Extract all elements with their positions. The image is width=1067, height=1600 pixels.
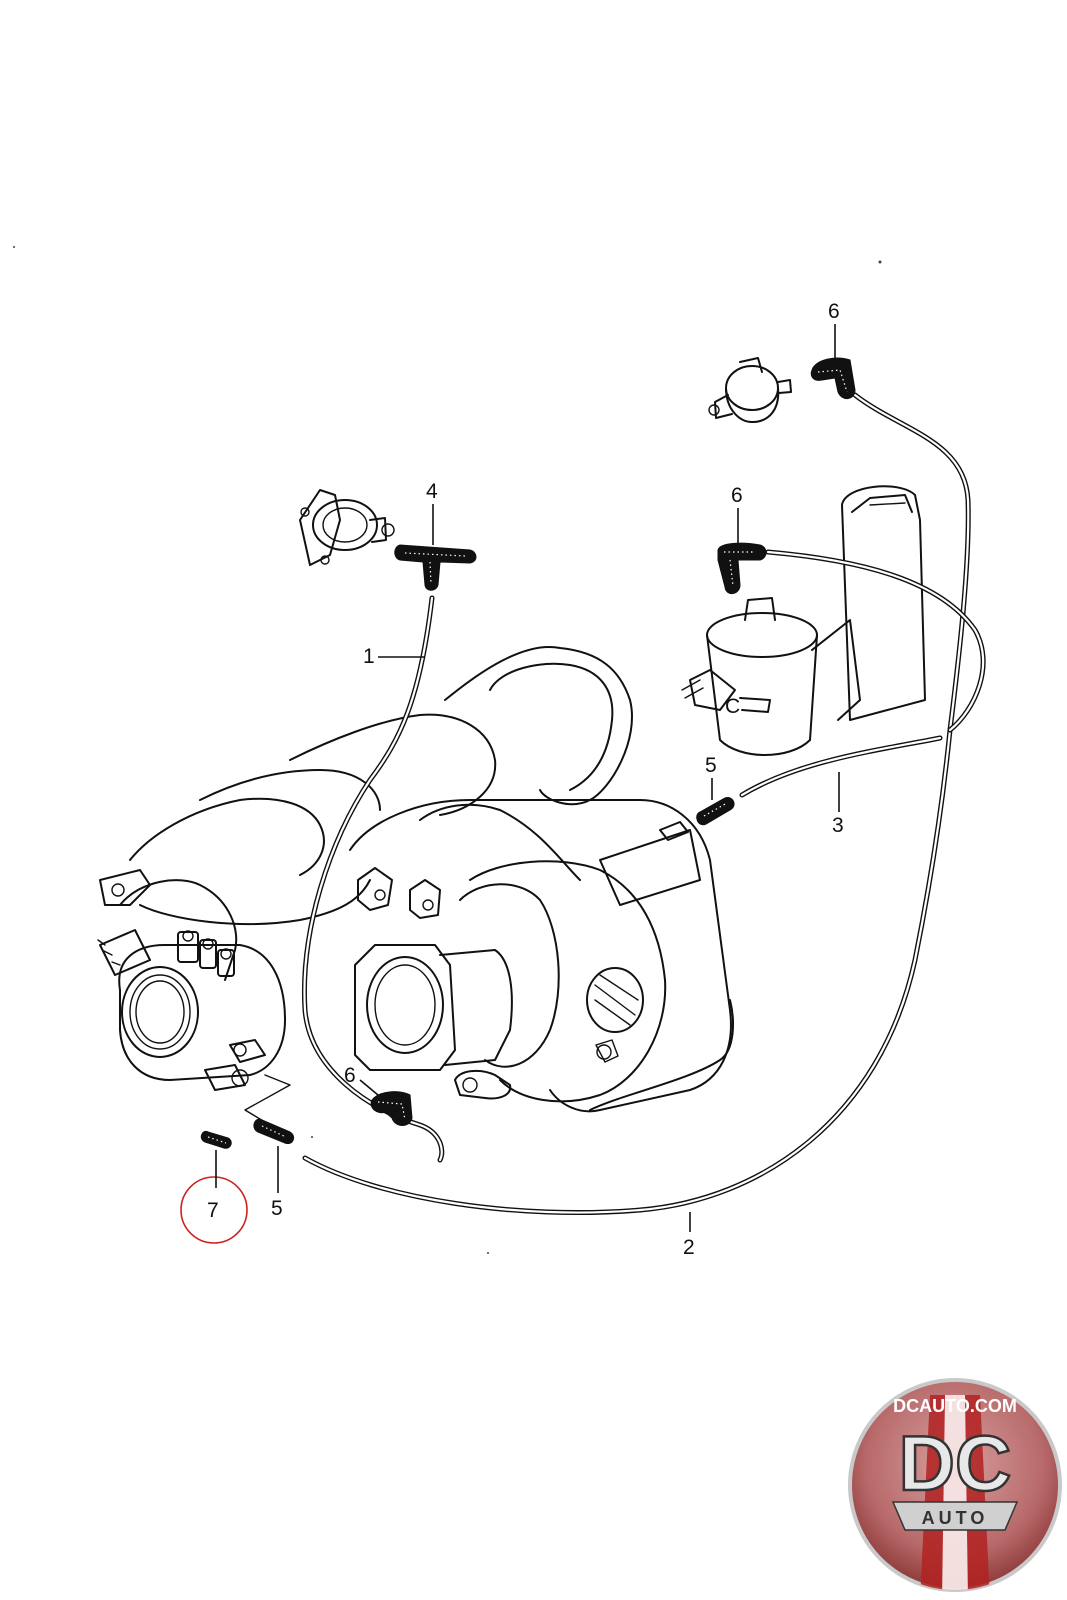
- pressure-regulator: [299, 489, 395, 566]
- charcoal-canister: C: [681, 485, 926, 756]
- callout-6-bottom: 6: [344, 1064, 356, 1087]
- elbow-6-mid: [717, 542, 767, 594]
- callout-6-mid: 6: [731, 484, 743, 507]
- callout-7: 7: [207, 1199, 219, 1222]
- callout-3: 3: [832, 814, 844, 837]
- t-piece-4: [394, 544, 477, 591]
- hose-5-left: [253, 1118, 295, 1145]
- hose-pieces: [200, 357, 856, 1149]
- throttle-body: [97, 929, 286, 1091]
- intake-manifold: [99, 645, 734, 1113]
- scan-specks: [13, 246, 882, 1254]
- logo-bottom-text: AUTO: [922, 1508, 989, 1528]
- callouts: 1 2 3 4 5 5 6 6 6 7: [180, 300, 844, 1259]
- vacuum-unit: [708, 357, 792, 423]
- hose-lines: [244, 392, 986, 1216]
- logo-main-text: DC: [899, 1419, 1012, 1507]
- callout-4: 4: [426, 480, 438, 503]
- elbow-6-bottom: [370, 1091, 413, 1126]
- callout-1: 1: [363, 645, 375, 668]
- svg-text:C: C: [725, 695, 740, 718]
- callout-5-right: 5: [705, 754, 717, 777]
- hose-7: [200, 1130, 232, 1149]
- hose-5-right: [696, 796, 735, 826]
- elbow-6-top: [810, 357, 856, 399]
- callout-6-top: 6: [828, 300, 840, 323]
- callout-5-left: 5: [271, 1197, 283, 1220]
- callout-2: 2: [683, 1236, 695, 1259]
- dcauto-logo: DCAUTO.COM DC AUTO: [848, 1378, 1062, 1592]
- logo-top-text: DCAUTO.COM: [893, 1396, 1017, 1416]
- highlight-circle: [180, 1176, 248, 1244]
